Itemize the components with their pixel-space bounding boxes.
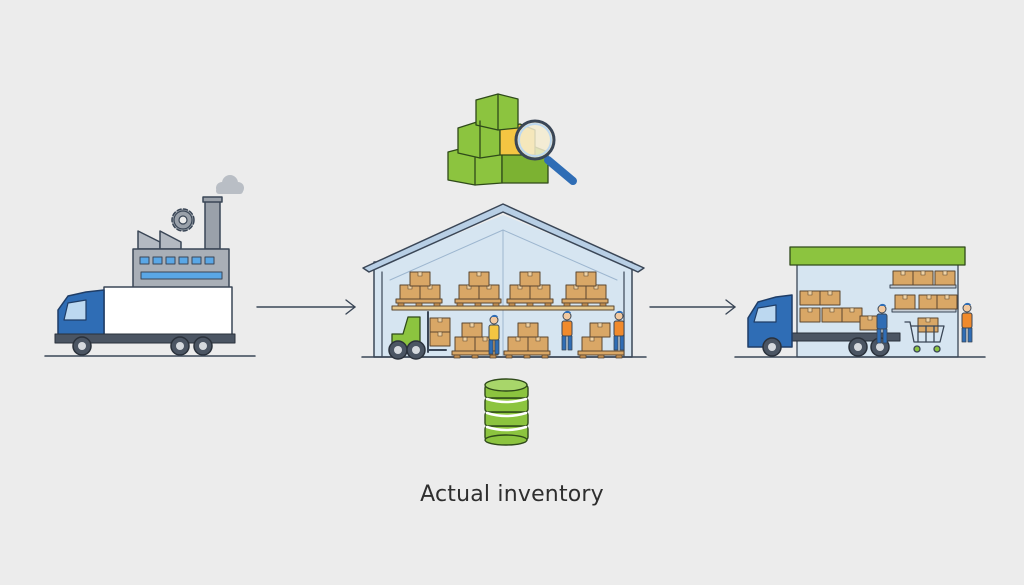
box <box>527 336 549 352</box>
pallet <box>454 298 502 307</box>
box <box>461 322 483 338</box>
box <box>581 336 603 352</box>
truck-icon <box>747 294 901 357</box>
box <box>507 336 529 352</box>
factory-icon <box>132 175 244 290</box>
box <box>918 294 940 310</box>
box <box>529 284 551 300</box>
box <box>917 317 939 333</box>
box <box>892 270 914 286</box>
box <box>517 322 539 338</box>
pallet <box>561 298 609 307</box>
worker-icon <box>561 310 573 351</box>
worker-icon <box>876 303 888 344</box>
pallet <box>503 350 551 359</box>
arrow-right-icon <box>256 299 356 315</box>
worker-icon <box>488 314 500 355</box>
box <box>585 284 607 300</box>
shelf <box>391 305 615 311</box>
magnifier-icon <box>514 119 577 185</box>
box <box>934 270 956 286</box>
chimney <box>204 198 221 250</box>
box <box>454 336 476 352</box>
box <box>468 271 490 287</box>
pallet <box>577 350 625 359</box>
forklift-icon <box>388 311 451 360</box>
box <box>409 271 431 287</box>
box <box>589 322 611 338</box>
gear-icon <box>171 208 195 232</box>
worker-icon <box>961 302 973 343</box>
box <box>575 271 597 287</box>
box <box>419 284 441 300</box>
pallet <box>395 298 443 307</box>
arrow-right-icon <box>649 299 736 315</box>
box <box>399 284 421 300</box>
box <box>509 284 531 300</box>
box <box>799 290 821 306</box>
box <box>841 307 863 323</box>
box <box>821 307 843 323</box>
pallet <box>506 298 554 307</box>
shopping-cart-icon <box>904 321 945 353</box>
box <box>519 271 541 287</box>
box <box>819 290 841 306</box>
database-icon <box>484 378 529 446</box>
box <box>894 294 916 310</box>
truck-icon <box>44 286 256 357</box>
box <box>936 294 958 310</box>
diagram-caption: Actual inventory <box>420 482 604 507</box>
smoke-cloud <box>216 175 244 194</box>
box <box>565 284 587 300</box>
box <box>912 270 934 286</box>
worker-icon <box>613 310 625 351</box>
box <box>478 284 500 300</box>
box <box>458 284 480 300</box>
box <box>799 307 821 323</box>
